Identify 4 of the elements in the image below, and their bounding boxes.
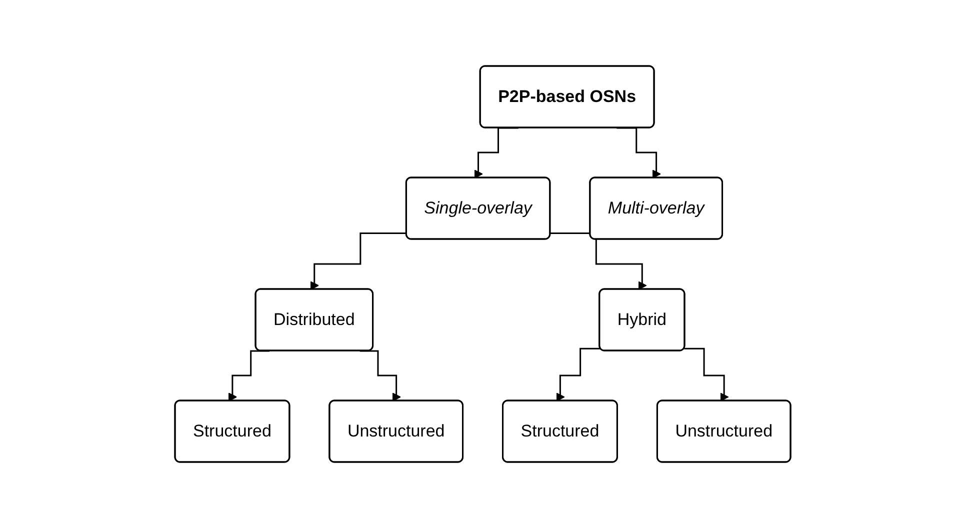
arrow <box>310 232 407 290</box>
arrow <box>684 348 729 402</box>
arrow <box>556 348 601 402</box>
arrow <box>550 232 647 290</box>
